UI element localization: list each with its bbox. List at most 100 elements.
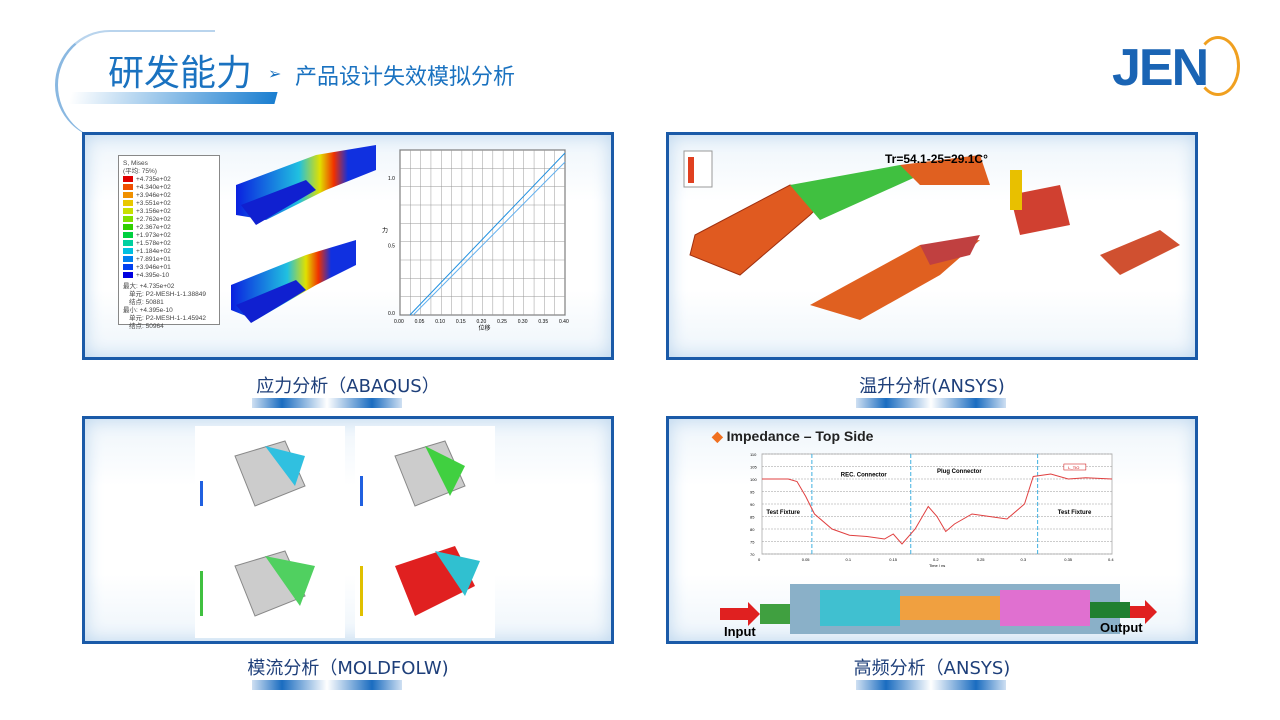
x-tick-label: 0.1 xyxy=(846,557,852,562)
legend-max: 最大: +4.735e+02 xyxy=(123,283,175,290)
output-label: Output xyxy=(1100,620,1143,635)
legend-value: +3.946e+02 xyxy=(136,192,171,199)
x-tick-label: 0.05 xyxy=(802,557,811,562)
legend-swatch xyxy=(123,272,133,279)
moldflow-panel xyxy=(82,416,614,644)
legend-min-elem: 单元: P2-MESH-1-1.45942 xyxy=(129,315,206,322)
legend-box xyxy=(1063,463,1087,471)
y-tick-label: 0.5 xyxy=(388,244,395,250)
connector-cross-section: Input Output xyxy=(720,584,1157,638)
impedance-title: ◆ Impedance – Top Side xyxy=(712,428,873,445)
force-curve xyxy=(412,161,566,316)
legend-avg: (平均: 75%) xyxy=(123,168,157,175)
moldflow-images xyxy=(195,426,495,638)
y-tick-label: 75 xyxy=(750,540,755,545)
y-tick-label: 105 xyxy=(750,465,757,470)
thermal-model-image: Tr=54.1-25=29.1C° xyxy=(683,150,1180,320)
x-tick-label: 0.10 xyxy=(435,319,445,325)
legend-title: S, Mises xyxy=(123,160,148,167)
x-tick-label: 0.20 xyxy=(477,319,487,325)
caption-bar xyxy=(856,680,1006,690)
page-title: 研发能力 xyxy=(108,53,253,94)
x-axis-label: 位移 xyxy=(479,324,491,332)
fea-model-image xyxy=(231,145,376,323)
legend-row: +4.340e+02 xyxy=(123,184,215,192)
legend-swatch xyxy=(123,192,133,199)
legend-row: +2.367e+02 xyxy=(123,224,215,232)
legend-value: +1.184e+02 xyxy=(136,248,171,255)
legend-value: +7.891e+01 xyxy=(136,256,171,263)
legend-min-node: 结点: 50964 xyxy=(129,323,164,330)
x-tick-label: 0.4 xyxy=(1108,557,1114,562)
mises-legend: S, Mises (平均: 75%) +4.735e+02+4.340e+02+… xyxy=(118,155,220,330)
legend-swatch xyxy=(123,232,133,239)
x-tick-label: 0.35 xyxy=(538,319,548,325)
legend-swatch xyxy=(123,208,133,215)
caption-moldflow: 模流分析（MOLDFOLW) xyxy=(247,658,449,679)
y-tick-label: 85 xyxy=(750,515,755,520)
legend-row: +4.395e-10 xyxy=(123,272,215,280)
x-tick-label: 0.2 xyxy=(933,557,939,562)
y-tick-label: 80 xyxy=(750,527,755,532)
legend-row: +3.946e+02 xyxy=(123,192,215,200)
annotation-test-fixture: Test Fixture xyxy=(1058,510,1092,516)
legend-value: +4.735e+02 xyxy=(136,176,171,183)
x-tick-label: 0.3 xyxy=(1021,557,1027,562)
x-tick-label: 0.35 xyxy=(1064,557,1073,562)
legend-swatch xyxy=(123,176,133,183)
legend-row: +1.184e+02 xyxy=(123,248,215,256)
y-tick-label: 110 xyxy=(750,452,757,457)
x-tick-label: 0 xyxy=(758,557,761,562)
caption-bar xyxy=(856,398,1006,408)
x-tick-label: 0.05 xyxy=(415,319,425,325)
caption-thermal: 温升分析(ANSYS) xyxy=(859,376,1005,397)
annotation-test-fixture: Test Fixture xyxy=(766,510,800,516)
impedance-line xyxy=(762,473,1113,545)
legend-swatch xyxy=(123,256,133,263)
input-label: Input xyxy=(724,624,756,638)
decorative-arc xyxy=(55,30,215,140)
caption-bar xyxy=(252,398,402,408)
legend-value: +3.551e+02 xyxy=(136,200,171,207)
legend-value: +2.762e+02 xyxy=(136,216,171,223)
x-tick-label: 0.25 xyxy=(977,557,986,562)
company-logo: JEN xyxy=(1112,39,1209,97)
x-tick-label: 0.30 xyxy=(518,319,528,325)
x-tick-label: 0.15 xyxy=(456,319,466,325)
y-axis-label: 力 xyxy=(382,227,388,235)
legend-row: +4.735e+02 xyxy=(123,176,215,184)
legend-value: +1.973e+02 xyxy=(136,232,171,239)
x-tick-label: 0.15 xyxy=(889,557,898,562)
annotation-plug-connector: Plug Connector xyxy=(937,469,982,475)
logo-arc-icon xyxy=(1196,36,1240,96)
legend-swatch xyxy=(123,248,133,255)
annotation-rec-connector: REC. Connector xyxy=(841,473,888,479)
legend-row: +3.946e+01 xyxy=(123,264,215,272)
arrow-icon: ➢ xyxy=(268,66,282,83)
legend-row: +1.578e+02 xyxy=(123,240,215,248)
thermal-annotation: Tr=54.1-25=29.1C° xyxy=(885,152,988,166)
x-axis-label: Time / ns xyxy=(929,563,945,568)
legend-swatch xyxy=(123,264,133,271)
y-tick-label: 90 xyxy=(750,502,755,507)
legend-swatch xyxy=(123,184,133,191)
legend-max-elem: 单元: P2-MESH-1-1.38849 xyxy=(129,291,206,298)
legend-row: +2.762e+02 xyxy=(123,216,215,224)
legend-value: +2.367e+02 xyxy=(136,224,171,231)
force-curve xyxy=(409,152,566,316)
y-tick-label: 95 xyxy=(750,490,755,495)
page-subtitle: 产品设计失效模拟分析 xyxy=(295,65,516,90)
legend-min: 最小: +4.395e-10 xyxy=(123,307,173,314)
legend-row: +3.551e+02 xyxy=(123,200,215,208)
legend-swatch xyxy=(123,216,133,223)
impedance-title-text: Impedance – Top Side xyxy=(726,428,874,444)
legend-swatch xyxy=(123,240,133,247)
x-tick-label: 0.25 xyxy=(497,319,507,325)
x-tick-label: 0.40 xyxy=(559,319,569,325)
y-tick-label: 0.0 xyxy=(388,311,395,317)
legend-entry: L_TIO xyxy=(1068,465,1079,470)
legend-value: +3.156e+02 xyxy=(136,208,171,215)
caption-stress: 应力分析（ABAQUS） xyxy=(256,376,440,397)
legend-value: +3.946e+01 xyxy=(136,264,171,271)
